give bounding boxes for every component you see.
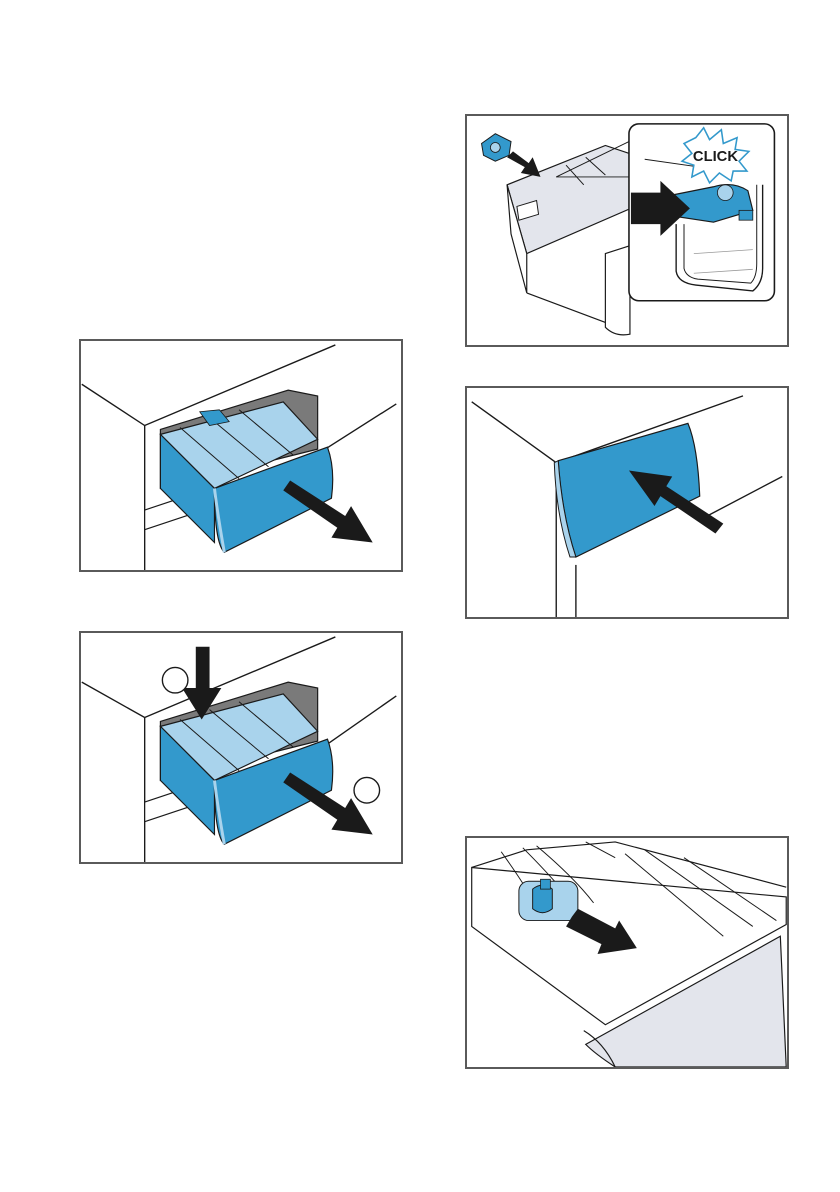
step-1-circle-icon	[162, 667, 188, 693]
drawer-front-icon	[554, 423, 699, 557]
insert-insert-click-figure: CLICK	[465, 114, 789, 347]
drawer-icon	[81, 341, 401, 570]
push-drawer-in-figure	[465, 386, 789, 619]
dosing-insert-icon	[482, 134, 511, 162]
click-callout-text: CLICK	[693, 149, 738, 165]
dosing-insert-icon	[519, 879, 578, 920]
step-2-circle-icon	[354, 777, 380, 803]
remove-insert-figure	[465, 836, 789, 1069]
pull-out-drawer-figure	[79, 339, 403, 572]
insert-arrow-icon	[507, 151, 540, 177]
drawer-icon	[472, 842, 787, 1067]
press-release-and-pull-figure	[79, 631, 403, 864]
magnifier-detail-icon: CLICK	[629, 124, 774, 301]
